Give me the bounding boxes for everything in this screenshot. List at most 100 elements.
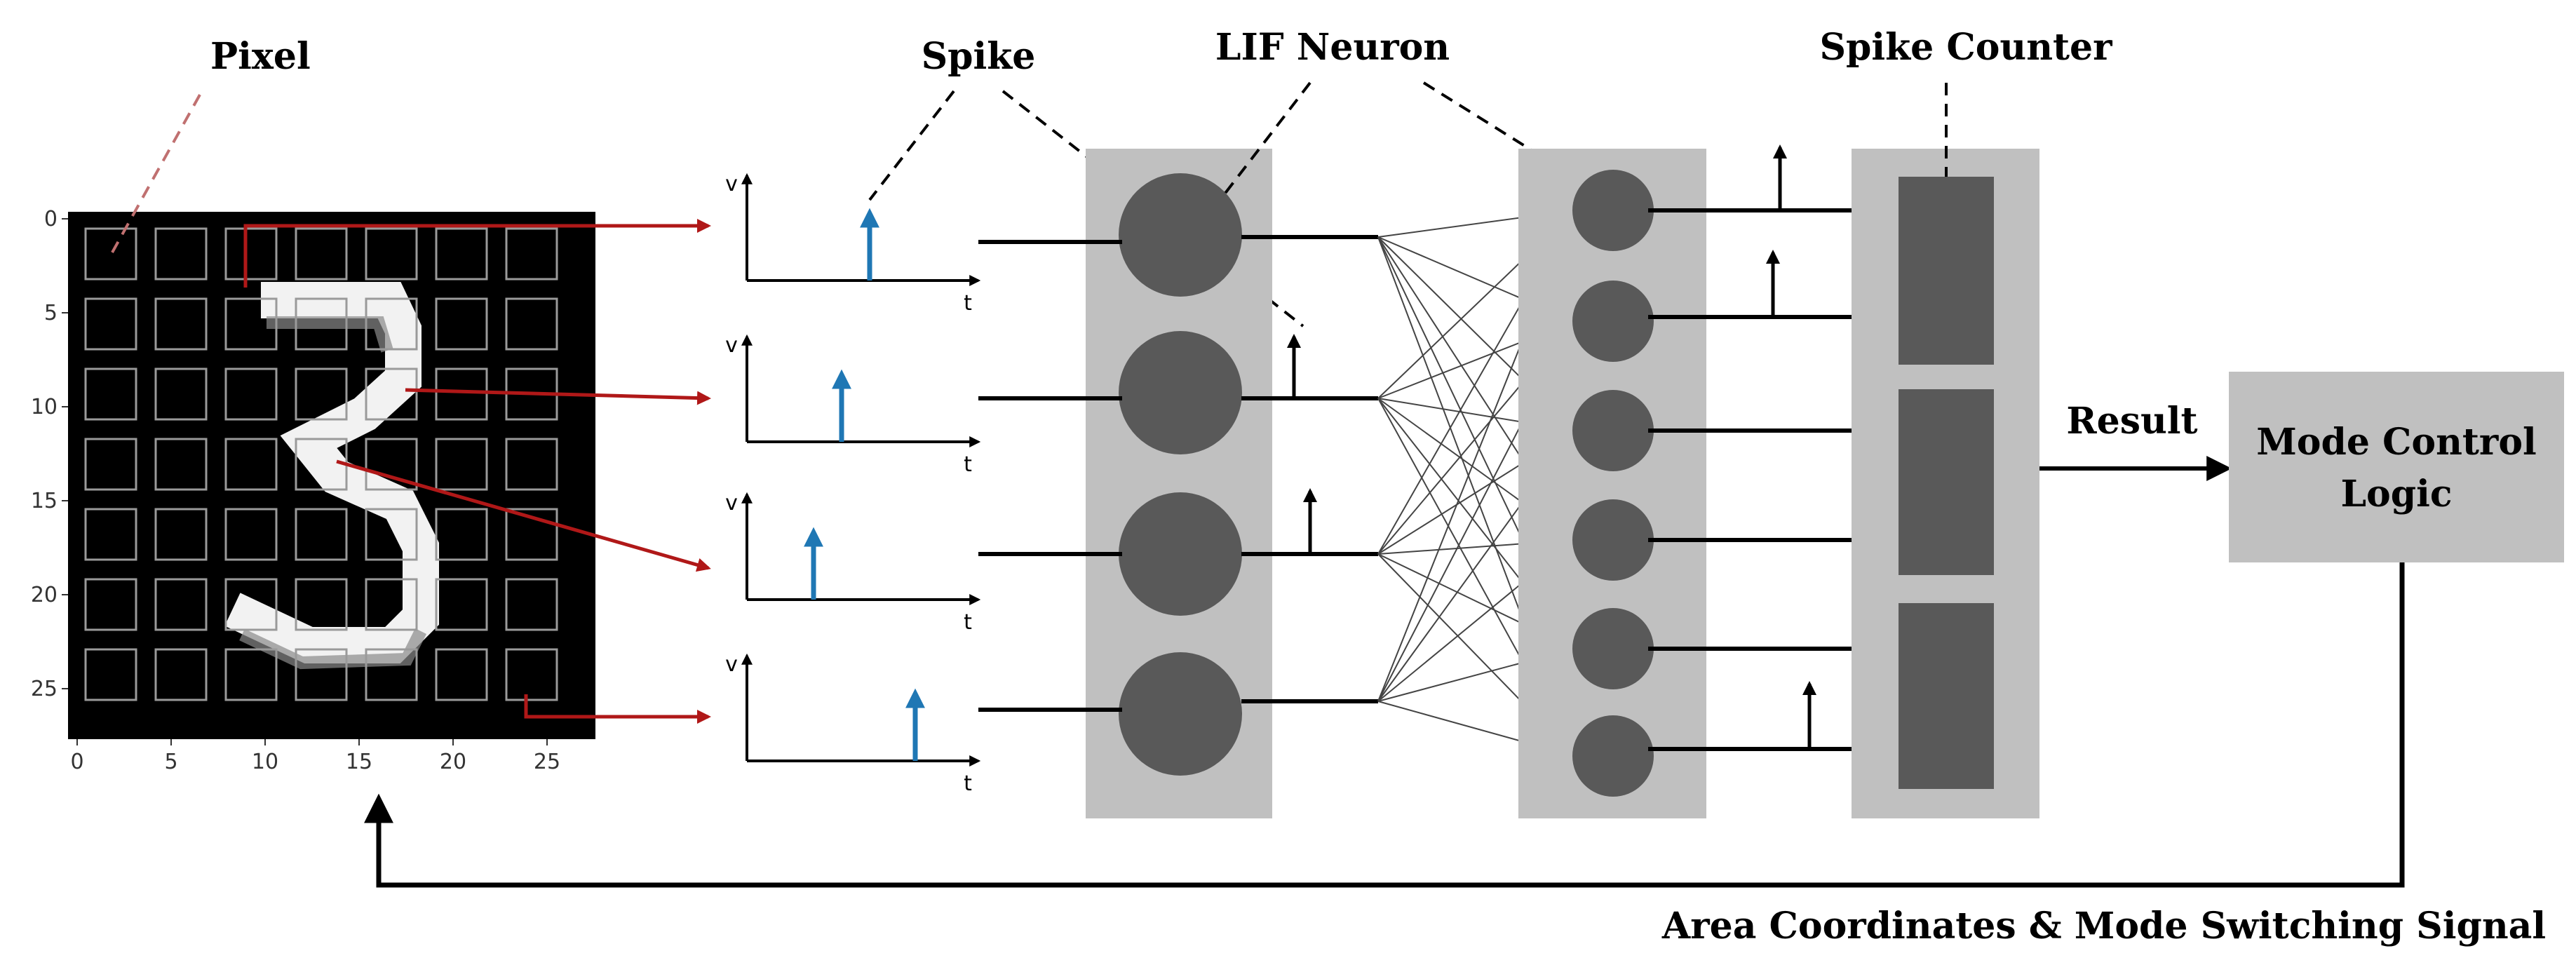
output-neuron	[1572, 608, 1654, 689]
input-neuron	[1119, 331, 1242, 454]
input-neuron	[1119, 652, 1242, 776]
lif-neuron-label: LIF Neuron	[1215, 26, 1450, 69]
spike-counter-block	[1852, 149, 2039, 818]
pixel-cell	[154, 578, 208, 631]
pixel-cell	[505, 227, 558, 281]
spike-plot: vt	[725, 652, 981, 796]
pixel-cell	[295, 578, 348, 631]
result-label: Result	[2066, 400, 2197, 443]
output-neuron	[1572, 281, 1654, 362]
spike-plot: vt	[725, 172, 981, 316]
pixel-cell	[295, 297, 348, 351]
pixel-cell	[365, 367, 418, 421]
pixel-cell	[435, 227, 488, 281]
pixel-cell	[224, 227, 278, 281]
pixel-cell	[84, 648, 137, 701]
pixel-grid	[84, 227, 558, 701]
pixel-leader-line	[111, 94, 201, 253]
spike-counter-cell	[1899, 389, 1994, 575]
x-tick: 25	[534, 750, 560, 774]
input-neuron	[1119, 173, 1242, 297]
y-tick: 20	[31, 583, 58, 607]
spike-label: Spike	[922, 35, 1036, 78]
pixel-cell	[154, 648, 208, 701]
pixel-cell	[295, 648, 348, 701]
pixel-cell	[84, 227, 137, 281]
pixel-cell	[84, 578, 137, 631]
pixel-cell	[365, 438, 418, 491]
digit-three-strokes	[224, 282, 439, 663]
pixel-cell	[365, 297, 418, 351]
v-axis-label: v	[725, 491, 738, 515]
pixel-to-spike-arrows	[243, 219, 711, 724]
output-spikes	[1766, 144, 1816, 749]
x-tick: 10	[252, 750, 278, 774]
y-tick: 15	[31, 489, 58, 513]
x-tick: 0	[70, 750, 83, 774]
spike-counter-cell	[1899, 603, 1994, 789]
pixel-cell	[154, 297, 208, 351]
pixel-cell	[295, 508, 348, 561]
pixel-cell	[435, 297, 488, 351]
spike-plot: vt	[725, 333, 981, 477]
lif-leader-lines	[1222, 81, 1593, 196]
t-axis-label: t	[964, 771, 972, 796]
pixel-cell	[84, 297, 137, 351]
pixel-cell	[435, 508, 488, 561]
image-axes: 0 5 10 15 20 25 0 5 10 15 20 25	[31, 207, 560, 774]
pixel-cell	[435, 367, 488, 421]
pixel-cell	[435, 648, 488, 701]
image-tick-marks	[62, 218, 548, 745]
spike-counter-label: Spike Counter	[1819, 26, 2112, 69]
pixel-cell	[154, 438, 208, 491]
v-axis-label: v	[725, 652, 738, 677]
output-neuron	[1572, 715, 1654, 797]
pixel-cell	[365, 508, 418, 561]
pixel-cell	[84, 508, 137, 561]
output-neuron	[1572, 390, 1654, 471]
pixel-cell	[84, 438, 137, 491]
pixel-cell	[154, 367, 208, 421]
t-axis-label: t	[964, 610, 972, 635]
digit-image	[68, 212, 595, 739]
pixel-cell	[505, 438, 558, 491]
pixel-cell	[435, 438, 488, 491]
t-axis-label: t	[964, 452, 972, 477]
spike-counter-cell	[1899, 177, 1994, 365]
pixel-cell	[365, 648, 418, 701]
output-neuron-layer	[1518, 149, 1706, 818]
v-axis-label: v	[725, 172, 738, 196]
pixel-cell	[505, 648, 558, 701]
input-output-spikes	[1287, 334, 1317, 554]
pixel-cell	[505, 297, 558, 351]
pixel-cell	[224, 367, 278, 421]
feedback-path	[364, 562, 2405, 888]
x-tick: 5	[164, 750, 177, 774]
input-neuron-layer	[1086, 149, 1272, 818]
input-neuron	[1119, 492, 1242, 616]
pixel-cell	[505, 578, 558, 631]
y-tick: 10	[31, 395, 58, 419]
mode-control-label-line2: Logic	[2340, 473, 2452, 515]
spike-plot: vt	[725, 491, 981, 635]
x-tick: 15	[346, 750, 372, 774]
pixel-cell	[365, 578, 418, 631]
pixel-label: Pixel	[210, 35, 311, 78]
feedback-label: Area Coordinates & Mode Switching Signal	[1661, 905, 2546, 947]
pixel-cell	[505, 508, 558, 561]
pixel-cell	[365, 227, 418, 281]
pixel-cell	[84, 367, 137, 421]
t-axis-label: t	[964, 291, 972, 316]
pixel-cell	[224, 578, 278, 631]
y-tick: 5	[44, 301, 58, 325]
output-neuron	[1572, 499, 1654, 581]
mode-control-label-line1: Mode Control	[2256, 421, 2537, 464]
input-connections	[978, 240, 1122, 712]
pixel-cell	[435, 578, 488, 631]
pixel-cell	[154, 508, 208, 561]
pixel-cell	[224, 648, 278, 701]
x-tick: 20	[440, 750, 466, 774]
pixel-cell	[224, 438, 278, 491]
